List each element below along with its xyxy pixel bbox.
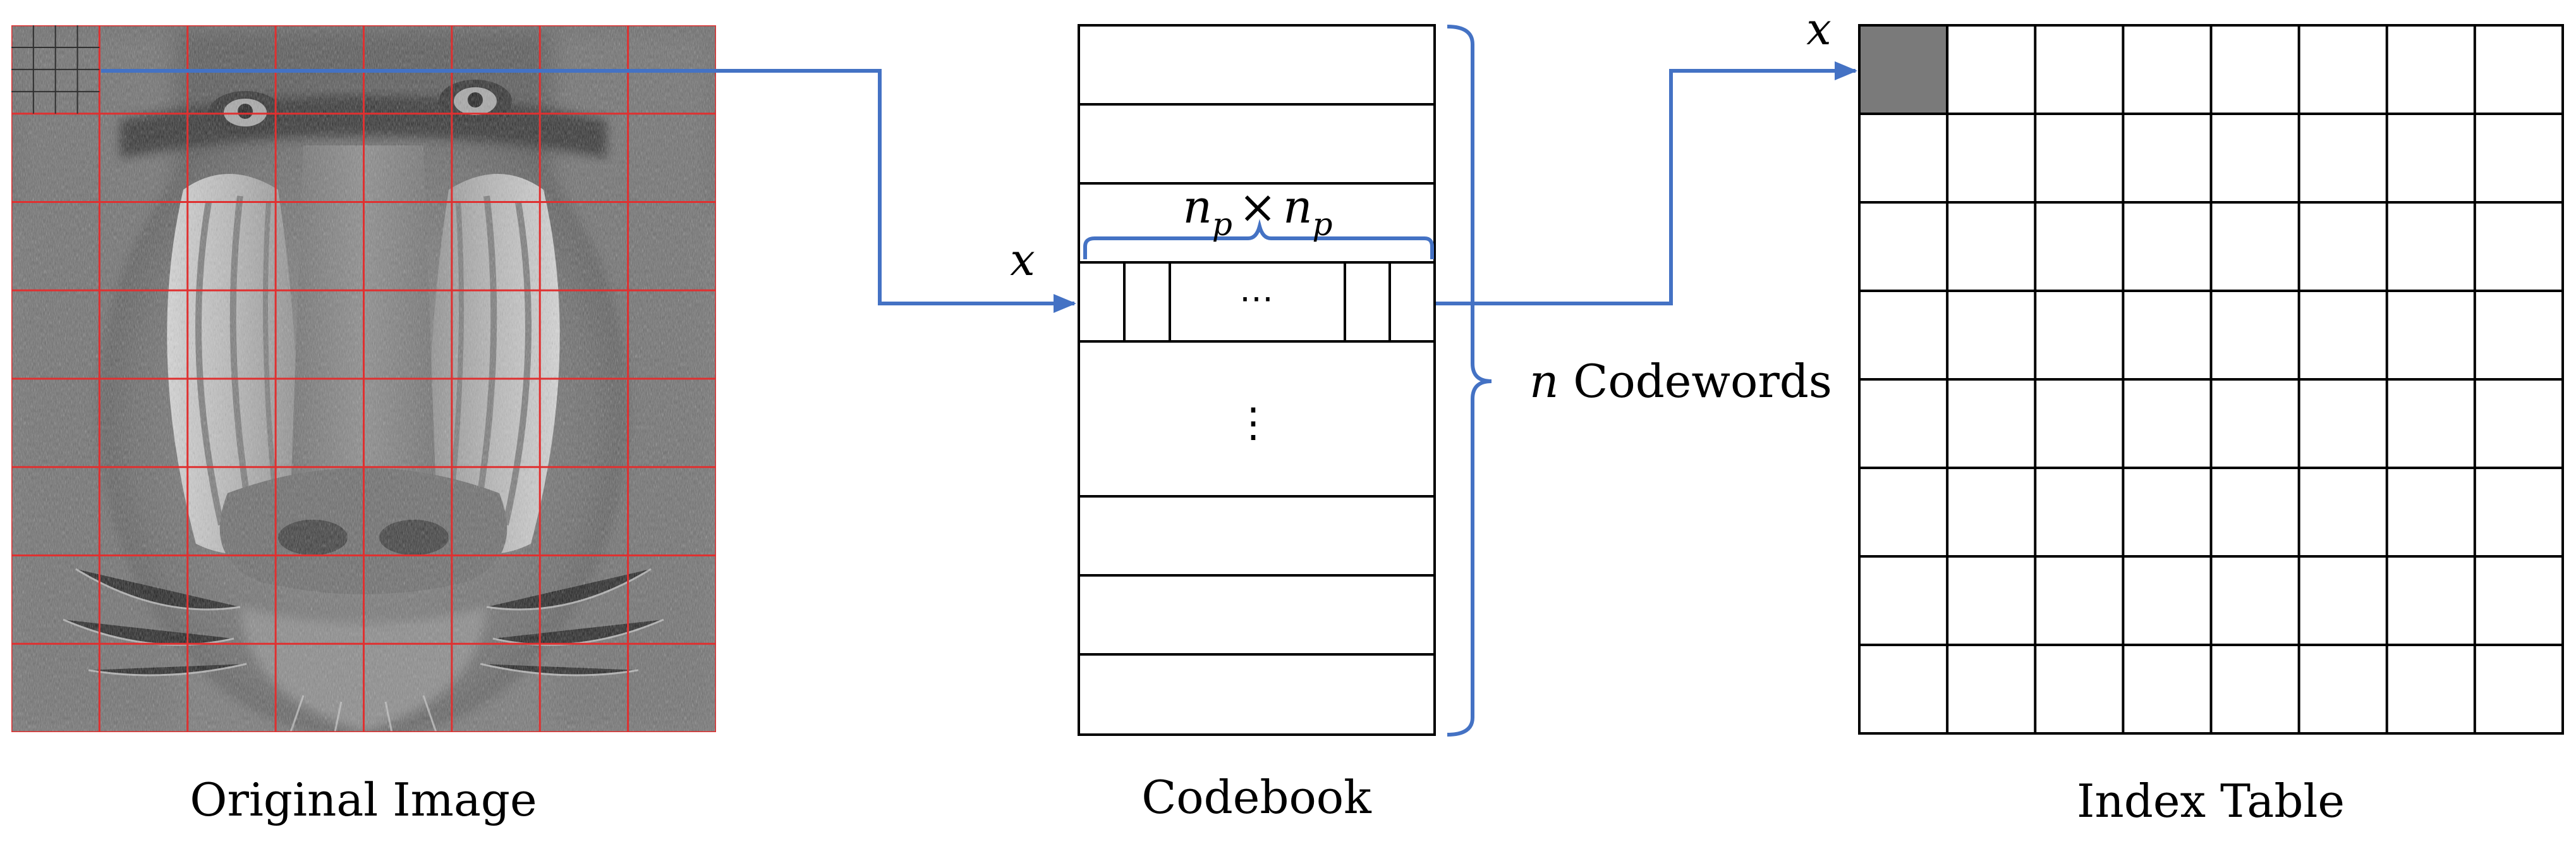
codebook: ⋯ ⋮ np×np x n Codewords — [1010, 24, 1832, 737]
index-grid — [1859, 25, 2563, 733]
codewords-brace — [1447, 25, 1492, 737]
vertical-ellipsis: ⋮ — [1233, 400, 1273, 446]
arrow-image-to-codebook — [101, 69, 1076, 313]
original-image — [11, 25, 716, 732]
index-table: x — [1806, 3, 2564, 735]
codebook-frame — [1078, 24, 1436, 736]
photo-grid — [11, 25, 716, 732]
index-table-filled-cell — [1858, 24, 1948, 115]
codebook-caption: Codebook — [1141, 771, 1372, 824]
index-table-caption: Index Table — [2077, 774, 2345, 828]
codebook-rows — [1079, 103, 1435, 656]
block-size-brace — [1083, 219, 1434, 259]
block-size-label: np×np — [1182, 180, 1332, 243]
arrow-codebook-to-index — [1436, 61, 1857, 305]
photo-subgrid — [11, 25, 100, 114]
arrows — [101, 61, 1857, 313]
codewords-label: n Codewords — [1529, 355, 1832, 408]
index-table-x-label: x — [1806, 3, 1831, 55]
codebook-x-label: x — [1010, 234, 1035, 286]
original-image-caption: Original Image — [190, 773, 537, 826]
selected-codeword-row: ⋯ — [1123, 262, 1391, 341]
horizontal-ellipsis: ⋯ — [1239, 278, 1273, 318]
